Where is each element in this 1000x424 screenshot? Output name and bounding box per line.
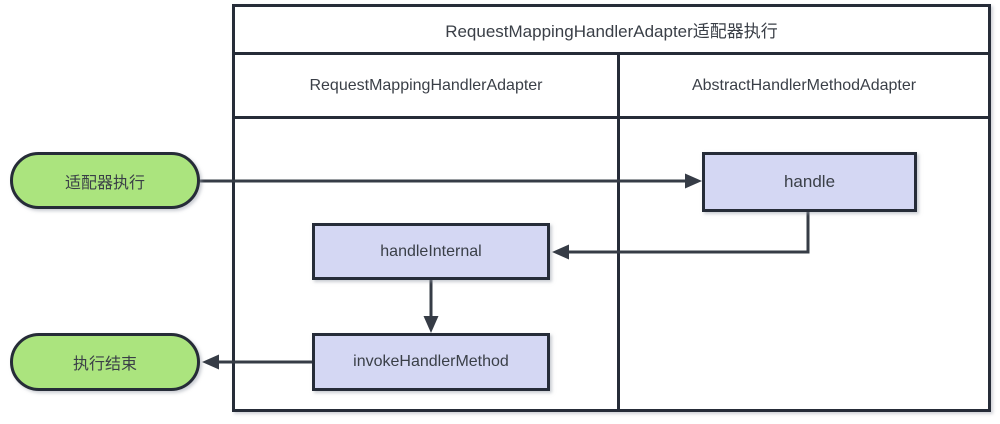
start-node-adapter-execute: 适配器执行 xyxy=(10,152,200,209)
swimlane-header-row: RequestMappingHandlerAdapter AbstractHan… xyxy=(235,55,988,119)
column-header-requestmappinghandleradapter: RequestMappingHandlerAdapter xyxy=(235,55,620,116)
column-header-abstracthandlermethodadapter: AbstractHandlerMethodAdapter xyxy=(691,76,917,94)
end-node-execution-finished: 执行结束 xyxy=(10,333,200,391)
swimlane-title: RequestMappingHandlerAdapter适配器执行 xyxy=(235,7,988,55)
process-node-handleinternal: handleInternal xyxy=(312,223,550,280)
lane-requestmappinghandleradapter xyxy=(235,119,620,409)
process-node-invokehandlermethod: invokeHandlerMethod xyxy=(312,333,550,391)
swimlane-body-row xyxy=(235,119,988,409)
process-node-handle: handle xyxy=(702,152,917,212)
